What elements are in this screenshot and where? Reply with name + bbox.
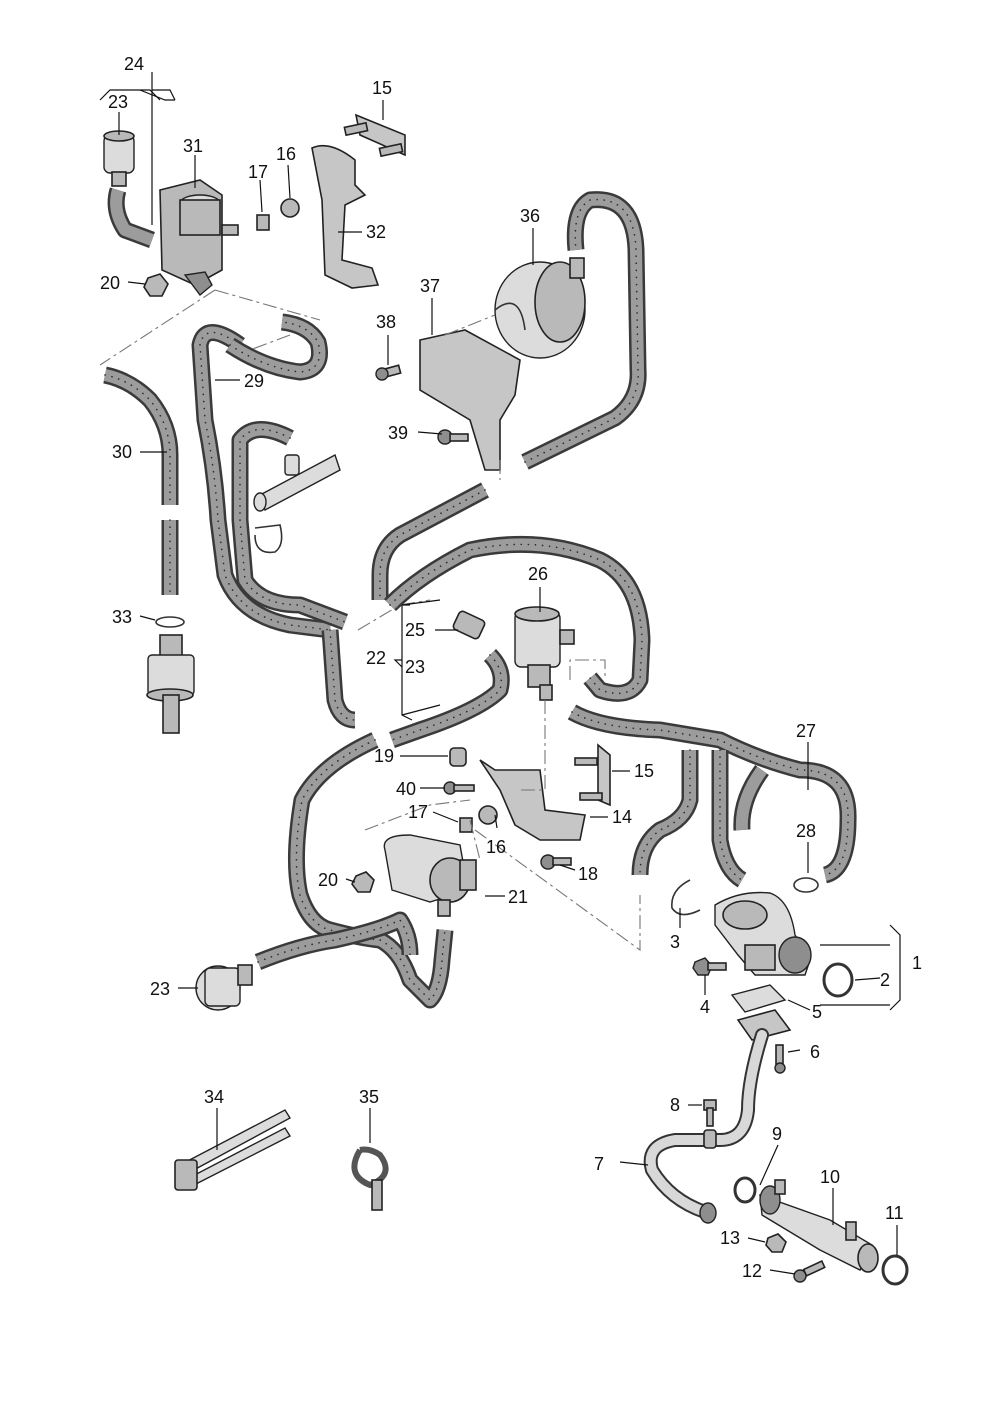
cooler-10 — [759, 1179, 879, 1273]
callout-labels: 24 23 31 17 16 15 32 20 36 37 38 29 30 3… — [100, 54, 922, 1281]
valve-26 — [514, 606, 575, 701]
callout-27: 27 — [796, 721, 816, 741]
callout-38: 38 — [376, 312, 396, 332]
bracket-15-lower — [597, 743, 611, 807]
callout-24: 24 — [124, 54, 144, 74]
callout-26: 26 — [528, 564, 548, 584]
bracket-14 — [479, 759, 586, 841]
filter-33 — [146, 616, 195, 734]
callout-13: 13 — [720, 1228, 740, 1248]
callout-5: 5 — [812, 1002, 822, 1022]
bolts-15-top — [343, 113, 406, 158]
cable-tie-34 — [174, 1109, 291, 1191]
parts — [103, 113, 909, 1286]
callout-14: 14 — [612, 807, 632, 827]
filter-cap-lower — [195, 964, 253, 1011]
callout-17-top: 17 — [248, 162, 268, 182]
pipe-7 — [643, 1009, 792, 1224]
callout-34: 34 — [204, 1087, 224, 1107]
hoses — [103, 187, 857, 1009]
connector-25 — [452, 610, 486, 640]
bracket-37 — [419, 329, 521, 471]
callout-7: 7 — [594, 1154, 604, 1174]
nut-20-lower — [351, 871, 375, 893]
circlip-3 — [671, 879, 701, 916]
t-connector — [253, 453, 341, 512]
callout-28: 28 — [796, 821, 816, 841]
callout-4: 4 — [700, 997, 710, 1017]
sleeve-17-lower — [459, 817, 473, 833]
egr-valve-1 — [714, 891, 812, 976]
cap-19 — [449, 747, 467, 767]
nut-13 — [765, 1233, 787, 1253]
callout-18: 18 — [578, 864, 598, 884]
nut-20-top — [143, 273, 169, 297]
bolt-18 — [540, 854, 572, 870]
strap-35 — [351, 1146, 389, 1211]
callout-39: 39 — [388, 423, 408, 443]
callout-33: 33 — [112, 607, 132, 627]
clamp-9 — [733, 1176, 757, 1204]
clamp-28 — [793, 877, 819, 893]
callout-3: 3 — [670, 932, 680, 952]
callout-20-top: 20 — [100, 273, 120, 293]
bolt-15-lower-b — [579, 792, 603, 801]
bolt-6 — [774, 1044, 786, 1074]
callout-12: 12 — [742, 1261, 762, 1281]
callout-15-top: 15 — [372, 78, 392, 98]
vacuum-valve-31 — [159, 179, 239, 297]
callout-23-mid: 23 — [405, 657, 425, 677]
vacuum-reservoir-36 — [494, 257, 586, 359]
callout-16-lower: 16 — [486, 837, 506, 857]
sleeve-17-top — [256, 214, 270, 231]
bolt-8 — [703, 1099, 717, 1127]
bolt-15-lower-a — [574, 757, 598, 766]
nut-16-top — [280, 198, 300, 218]
callout-40: 40 — [396, 779, 416, 799]
callout-9: 9 — [772, 1124, 782, 1144]
callout-23-top: 23 — [108, 92, 128, 112]
callout-30: 30 — [112, 442, 132, 462]
callout-23-lower: 23 — [150, 979, 170, 999]
filter-cap-top — [103, 130, 135, 187]
clamp-11 — [881, 1254, 909, 1286]
callout-37: 37 — [420, 276, 440, 296]
callout-19: 19 — [374, 746, 394, 766]
callout-15-lower: 15 — [634, 761, 654, 781]
hose-clamp — [254, 524, 283, 554]
bolt-40 — [443, 781, 475, 795]
callout-22: 22 — [366, 648, 386, 668]
bolt-38 — [375, 364, 402, 381]
callout-21: 21 — [508, 887, 528, 907]
o-ring-2 — [822, 962, 854, 998]
callout-11: 11 — [885, 1203, 904, 1223]
bolt-39 — [437, 429, 469, 445]
bolt-12 — [793, 1259, 826, 1283]
callout-32: 32 — [366, 222, 386, 242]
callout-1: 1 — [912, 953, 922, 973]
callout-2: 2 — [880, 970, 890, 990]
leader-lines — [99, 72, 901, 1275]
callout-29: 29 — [244, 371, 264, 391]
bolt-4 — [692, 957, 727, 976]
callout-17-lower: 17 — [408, 802, 428, 822]
callout-6: 6 — [810, 1042, 820, 1062]
callout-16-top: 16 — [276, 144, 296, 164]
callout-31: 31 — [183, 136, 203, 156]
bracket-32 — [311, 144, 380, 289]
callout-20-lower: 20 — [318, 870, 338, 890]
valve-21 — [383, 834, 477, 917]
callout-35: 35 — [359, 1087, 379, 1107]
callout-8: 8 — [670, 1095, 680, 1115]
callout-10: 10 — [820, 1167, 840, 1187]
nut-16-lower — [478, 805, 498, 825]
callout-36: 36 — [520, 206, 540, 226]
callout-25: 25 — [405, 620, 425, 640]
gasket-5 — [730, 984, 787, 1013]
